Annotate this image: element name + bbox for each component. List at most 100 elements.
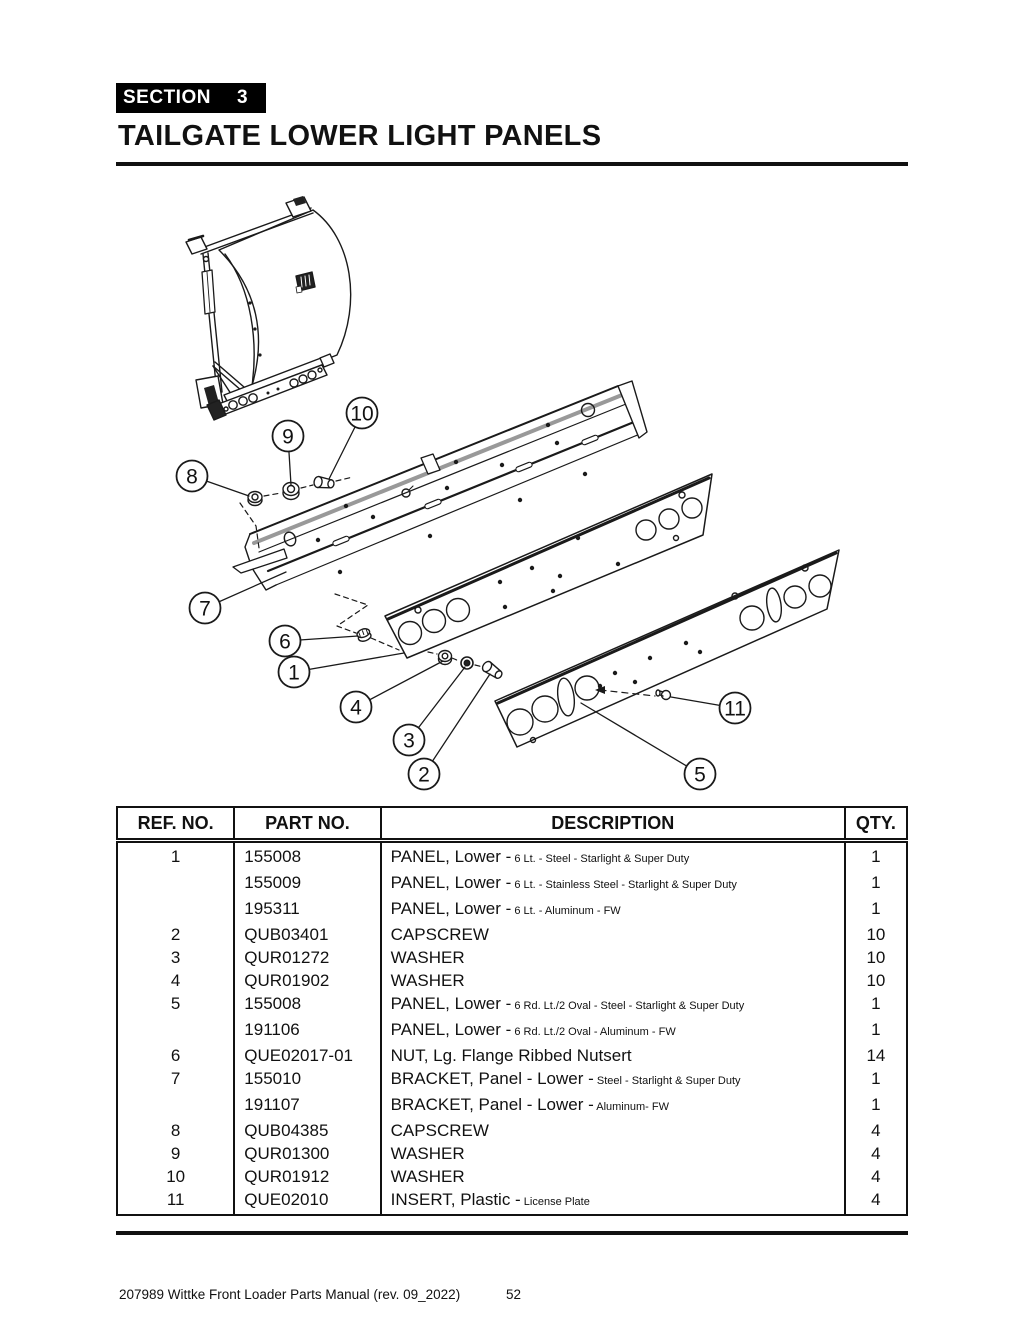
page-footer: 207989 Wittke Front Loader Parts Manual … bbox=[116, 1287, 908, 1307]
qty-cell: 1 bbox=[843, 1018, 909, 1044]
bracket-hole-dots bbox=[315, 422, 588, 575]
tailgate-latch-detail bbox=[295, 271, 316, 294]
col-header-description: DESCRIPTION bbox=[379, 807, 846, 843]
header-rule bbox=[116, 162, 908, 166]
qty-cell: 4 bbox=[843, 1119, 909, 1142]
qty-cell: 1 bbox=[843, 1067, 909, 1093]
callout-bubble-6 bbox=[268, 624, 302, 658]
page-number: 52 bbox=[506, 1287, 522, 1302]
description-cell: BRACKET, Panel - Lower - Aluminum- FW bbox=[379, 1093, 846, 1119]
callout-bubble-3 bbox=[392, 723, 426, 757]
ref-no-cell: 8 bbox=[115, 1119, 236, 1142]
ref-no-cell: 6 bbox=[115, 1044, 236, 1067]
ref-no-cell: 4 bbox=[115, 969, 236, 992]
part-no-cell: 155008 bbox=[233, 992, 382, 1018]
col-header-ref-no: REF. NO. bbox=[115, 807, 236, 843]
part-no-cell: 155010 bbox=[233, 1067, 382, 1093]
ref-no-cell bbox=[115, 871, 236, 897]
qty-cell: 1 bbox=[843, 840, 909, 871]
callout-bubble-9 bbox=[271, 419, 305, 453]
description-cell: BRACKET, Panel - Lower - Steel - Starlig… bbox=[379, 1067, 846, 1093]
description-cell: PANEL, Lower - 6 Lt. - Steel - Starlight… bbox=[379, 840, 846, 871]
assembly-dashed-lines bbox=[239, 476, 484, 668]
callout-bubble-2 bbox=[407, 757, 441, 791]
callout-number-4: 4 bbox=[350, 697, 362, 720]
qty-cell: 14 bbox=[843, 1044, 909, 1067]
description-cell: WASHER bbox=[379, 946, 846, 969]
fastener-hardware bbox=[239, 475, 503, 679]
callout-number-7: 7 bbox=[199, 598, 211, 621]
flange-nut-6 bbox=[356, 628, 372, 642]
description-cell: PANEL, Lower - 6 Rd. Lt./2 Oval - Alumin… bbox=[379, 1018, 846, 1044]
bracket-panel-lower bbox=[232, 380, 648, 591]
qty-cell: 1 bbox=[843, 992, 909, 1018]
col-header-part-no: PART NO. bbox=[233, 807, 382, 843]
callout-bubble-5 bbox=[683, 757, 717, 791]
qty-cell: 4 bbox=[843, 1188, 909, 1215]
qty-cell: 4 bbox=[843, 1165, 909, 1188]
callout-bubble-4 bbox=[339, 690, 373, 724]
callout-number-11: 11 bbox=[724, 698, 746, 721]
callout-bubble-7 bbox=[188, 591, 222, 625]
ref-no-cell: 5 bbox=[115, 992, 236, 1018]
tailgate-light-bar bbox=[206, 353, 335, 421]
part-no-cell: 155009 bbox=[233, 871, 382, 897]
description-cell: INSERT, Plastic - License Plate bbox=[379, 1188, 846, 1215]
part-no-cell: QUR01902 bbox=[233, 969, 382, 992]
part-no-cell: QUR01300 bbox=[233, 1142, 382, 1165]
description-cell: CAPSCREW bbox=[379, 923, 846, 946]
description-cell: WASHER bbox=[379, 1142, 846, 1165]
part-no-cell: QUB04385 bbox=[233, 1119, 382, 1142]
section-number: 3 bbox=[236, 87, 249, 108]
bottom-rule bbox=[116, 1231, 908, 1235]
qty-cell: 10 bbox=[843, 923, 909, 946]
qty-cell: 1 bbox=[843, 871, 909, 897]
callout-bubble-1 bbox=[277, 655, 311, 689]
part-no-cell: QUR01272 bbox=[233, 946, 382, 969]
qty-cell: 10 bbox=[843, 969, 909, 992]
capscrew-2 bbox=[481, 660, 503, 679]
qty-cell: 10 bbox=[843, 946, 909, 969]
callout-number-3: 3 bbox=[403, 730, 415, 753]
description-cell: WASHER bbox=[379, 1165, 846, 1188]
callout-bubble-11 bbox=[718, 691, 752, 725]
part-no-cell: 155008 bbox=[233, 840, 382, 871]
ref-no-cell: 2 bbox=[115, 923, 236, 946]
description-cell: CAPSCREW bbox=[379, 1119, 846, 1142]
license-plate-insert bbox=[655, 689, 672, 701]
callout-number-9: 9 bbox=[282, 426, 294, 449]
callout-number-10: 10 bbox=[350, 403, 373, 426]
lower-panel-6-light bbox=[384, 473, 713, 659]
description-cell: PANEL, Lower - 6 Lt. - Aluminum - FW bbox=[379, 897, 846, 923]
ref-no-cell bbox=[115, 897, 236, 923]
callout-number-6: 6 bbox=[279, 631, 291, 654]
part-no-cell: QUE02017-01 bbox=[233, 1044, 382, 1067]
ref-no-cell bbox=[115, 1018, 236, 1044]
part-no-cell: QUB03401 bbox=[233, 923, 382, 946]
manual-title: 207989 Wittke Front Loader Parts Manual … bbox=[119, 1287, 461, 1302]
ref-no-cell: 7 bbox=[115, 1067, 236, 1093]
ref-no-cell: 11 bbox=[115, 1188, 236, 1215]
part-no-cell: 191107 bbox=[233, 1093, 382, 1119]
part-no-cell: QUE02010 bbox=[233, 1188, 382, 1215]
ref-no-cell: 3 bbox=[115, 946, 236, 969]
tailgate-assembly bbox=[185, 196, 352, 421]
